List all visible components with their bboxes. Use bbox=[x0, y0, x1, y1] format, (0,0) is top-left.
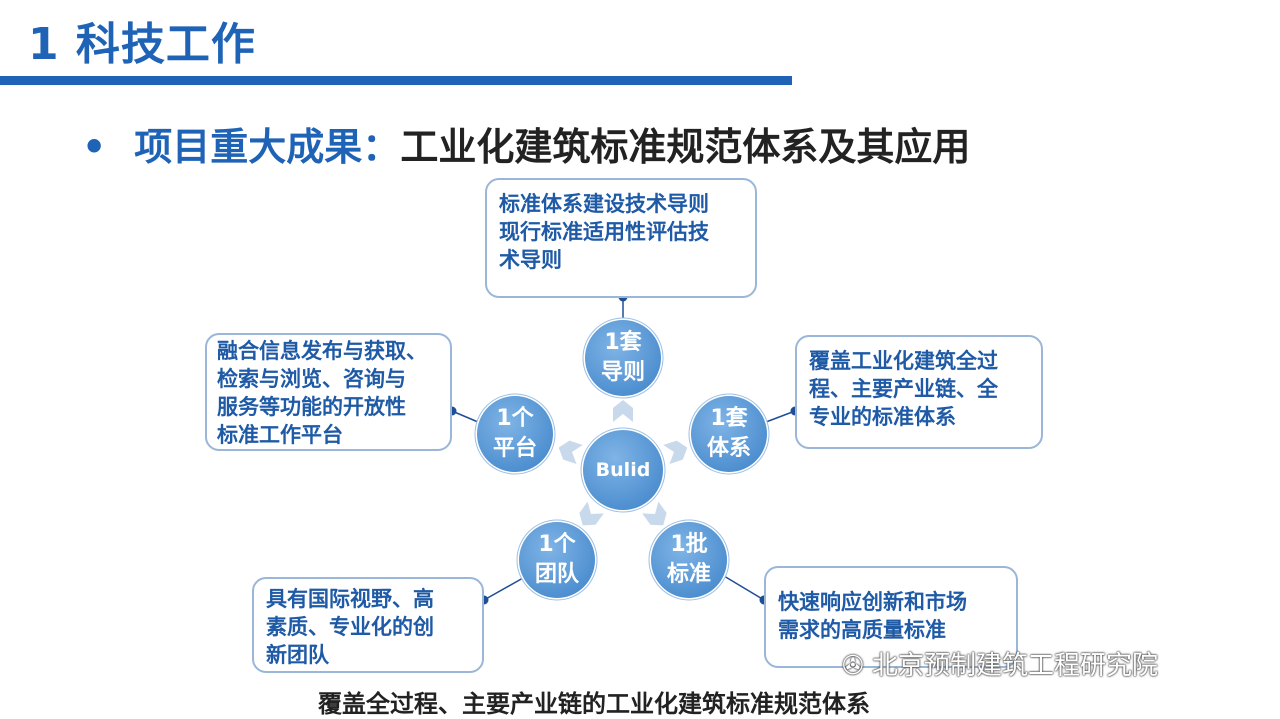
node-circle-system bbox=[691, 396, 767, 472]
center-label: Bulid bbox=[595, 459, 651, 481]
box-line: 标准工作平台 bbox=[217, 423, 343, 447]
box-platform: 融合信息发布与获取、 检索与浏览、咨询与 服务等功能的开放性 标准工作平台 bbox=[205, 333, 452, 451]
node-line1: 1套 bbox=[710, 406, 748, 431]
subtitle-rest: 工业化建筑标准规范体系及其应用 bbox=[400, 125, 971, 169]
arrow-down-left-shape bbox=[579, 501, 604, 526]
arrow-left-shape bbox=[558, 440, 583, 464]
box-line: 具有国际视野、高 bbox=[266, 587, 434, 611]
arrow-down-right bbox=[642, 501, 667, 526]
subtitle: • 项目重大成果：工业化建筑标准规范体系及其应用 bbox=[82, 116, 970, 171]
node-line1: 1批 bbox=[670, 532, 708, 557]
box-line: 现行标准适用性评估技 bbox=[499, 220, 709, 244]
node-line1: 1个 bbox=[496, 406, 534, 431]
node-line2: 标准 bbox=[666, 562, 711, 587]
box-line: 专业的标准体系 bbox=[809, 405, 956, 429]
node-label-team: 1个 团队 bbox=[520, 530, 594, 590]
box-line: 检索与浏览、咨询与 bbox=[217, 367, 406, 391]
node-circle-batch bbox=[651, 522, 727, 598]
connector-system bbox=[765, 410, 796, 423]
node-line1: 1个 bbox=[538, 532, 576, 557]
node-circle-team bbox=[519, 522, 595, 598]
node-label-system: 1套 体系 bbox=[692, 404, 766, 464]
node-line1: 1套 bbox=[604, 330, 642, 355]
box-guide: 标准体系建设技术导则 现行标准适用性评估技 术导则 bbox=[485, 178, 757, 298]
box-line: 覆盖工业化建筑全过 bbox=[809, 349, 998, 373]
arrow-down-left bbox=[579, 501, 604, 526]
node-label-guide: 1套 导则 bbox=[586, 328, 660, 388]
bullet-point: • bbox=[82, 125, 107, 169]
box-system: 覆盖工业化建筑全过 程、主要产业链、全 专业的标准体系 bbox=[795, 335, 1043, 449]
box-line: 服务等功能的开放性 bbox=[217, 395, 406, 419]
node-label-platform: 1个 平台 bbox=[478, 404, 552, 464]
arrow-up bbox=[613, 400, 633, 422]
subtitle-lead: 项目重大成果： bbox=[134, 125, 401, 169]
box-line: 术导则 bbox=[499, 248, 562, 272]
wechat-icon: ✇ bbox=[842, 651, 864, 681]
box-batch: 快速响应创新和市场 需求的高质量标准 bbox=[764, 566, 1018, 668]
arrow-right-shape bbox=[663, 440, 688, 464]
box-line: 需求的高质量标准 bbox=[778, 618, 946, 642]
connector-team bbox=[483, 577, 524, 601]
slide-title: 1 科技工作 bbox=[28, 19, 256, 70]
node-line2: 团队 bbox=[534, 562, 579, 587]
connector-platform bbox=[451, 410, 479, 423]
arrow-down-right-shape bbox=[642, 501, 667, 526]
watermark: ✇ 北京预制建筑工程研究院 bbox=[842, 645, 1158, 682]
node-line2: 体系 bbox=[706, 436, 751, 461]
title-underline bbox=[0, 76, 792, 85]
center-circle bbox=[583, 430, 663, 510]
node-line2: 平台 bbox=[492, 436, 537, 461]
arrow-right bbox=[663, 440, 688, 464]
node-circle-guide bbox=[585, 320, 661, 396]
watermark-text: 北京预制建筑工程研究院 bbox=[872, 651, 1159, 681]
node-circle-platform bbox=[477, 396, 553, 472]
box-team: 具有国际视野、高 素质、专业化的创 新团队 bbox=[252, 577, 484, 673]
arrow-up-shape bbox=[613, 400, 633, 422]
box-line: 融合信息发布与获取、 bbox=[217, 339, 427, 363]
diagram-caption: 覆盖全过程、主要产业链的工业化建筑标准规范体系 bbox=[318, 690, 870, 718]
arrow-group bbox=[558, 400, 688, 526]
box-line: 素质、专业化的创 bbox=[266, 615, 434, 639]
connector-batch bbox=[723, 575, 765, 601]
arrow-left bbox=[558, 440, 583, 464]
node-circles bbox=[474, 317, 770, 601]
box-line: 新团队 bbox=[266, 643, 329, 667]
node-line2: 导则 bbox=[600, 360, 645, 385]
box-line: 标准体系建设技术导则 bbox=[499, 192, 709, 216]
node-label-batch: 1批 标准 bbox=[652, 530, 726, 590]
box-line: 程、主要产业链、全 bbox=[809, 377, 998, 401]
box-line: 快速响应创新和市场 bbox=[778, 590, 967, 614]
